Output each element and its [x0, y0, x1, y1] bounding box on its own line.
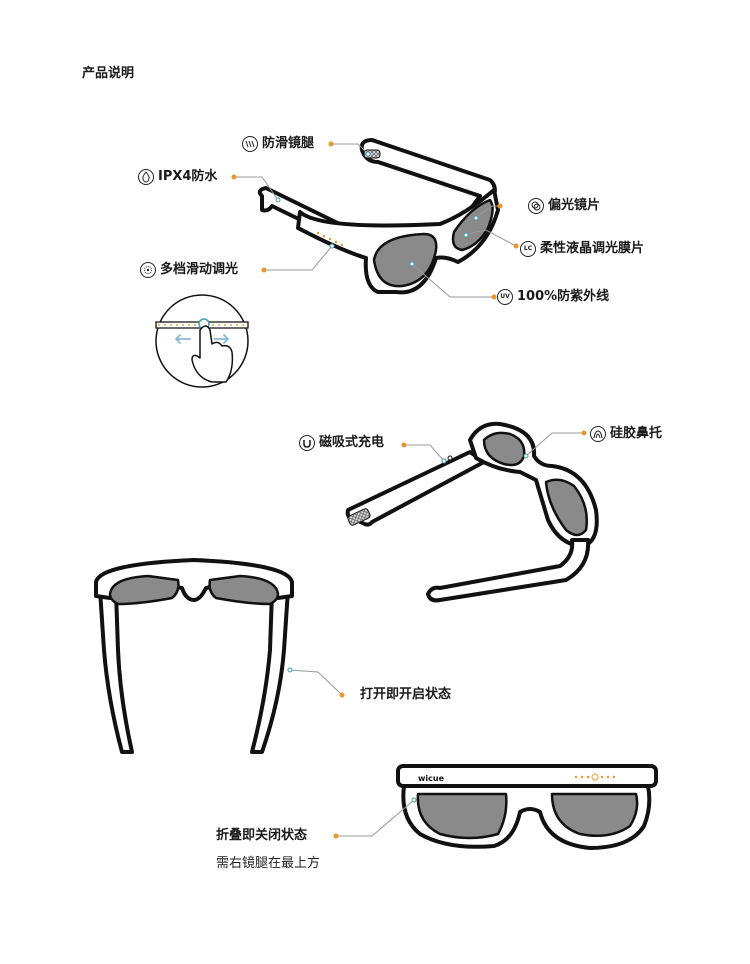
feature-polarized-label: 偏光镜片 [548, 198, 601, 213]
leader-endpoints-top [275, 151, 479, 267]
feature-lc-film: LC 柔性液晶调光膜片 [520, 240, 644, 258]
glasses-folded-view [396, 764, 658, 850]
slider-dots [316, 231, 344, 247]
leader-line-fold [336, 799, 415, 837]
feature-anti-slip-label: 防滑镜腿 [262, 136, 315, 151]
uv-icon: UV [497, 289, 513, 305]
leader-line-open [289, 669, 343, 696]
feature-ipx4: IPX4防水 [138, 168, 217, 186]
finger-icon [191, 325, 234, 383]
glasses-three-quarter-view [257, 138, 500, 295]
feature-multi-slide-label: 多档滑动调光 [160, 262, 239, 277]
dial-icon [140, 262, 156, 278]
glasses-open-view [94, 558, 294, 754]
feature-polarized: 偏光镜片 [528, 197, 600, 215]
feature-nose-pad-label: 硅胶鼻托 [610, 426, 663, 441]
arrow-left-icon [174, 334, 191, 344]
arrow-right-icon [213, 334, 230, 344]
state-fold-label: 折叠即关闭状态 [216, 828, 308, 843]
feature-uv-label: 100%防紫外线 [517, 289, 610, 304]
feature-magnetic-label: 磁吸式充电 [319, 435, 385, 450]
page-title: 产品说明 [82, 66, 135, 81]
state-open-label: 打开即开启状态 [360, 687, 452, 702]
leader-lines-top [234, 143, 517, 298]
water-drop-icon [138, 169, 154, 185]
feature-ipx4-label: IPX4防水 [158, 169, 218, 184]
feature-lc-film-label: 柔性液晶调光膜片 [540, 241, 645, 256]
brand-logo: wicue [418, 774, 445, 783]
slider-zoom-inset [155, 294, 249, 388]
magnet-icon [299, 435, 315, 451]
polarized-icon [528, 198, 544, 214]
lc-icon: LC [520, 241, 536, 257]
leader-dots-top [231, 141, 519, 300]
leader-lines-middle [404, 432, 584, 462]
feature-uv: UV 100%防紫外线 [497, 288, 609, 306]
feature-nose-pad: 硅胶鼻托 [590, 425, 662, 443]
nose-pad-icon [590, 426, 606, 442]
feature-multi-slide: 多档滑动调光 [140, 261, 238, 279]
feature-magnetic: 磁吸式充电 [299, 434, 384, 452]
anti-slip-pad-inverted [347, 508, 371, 526]
glasses-inverted-view [345, 421, 599, 603]
folded-temple-dots [574, 773, 616, 781]
state-fold-note: 需右镜腿在最上方 [216, 856, 321, 871]
feature-anti-slip: 防滑镜腿 [242, 135, 314, 153]
anti-slip-icon [242, 136, 258, 152]
